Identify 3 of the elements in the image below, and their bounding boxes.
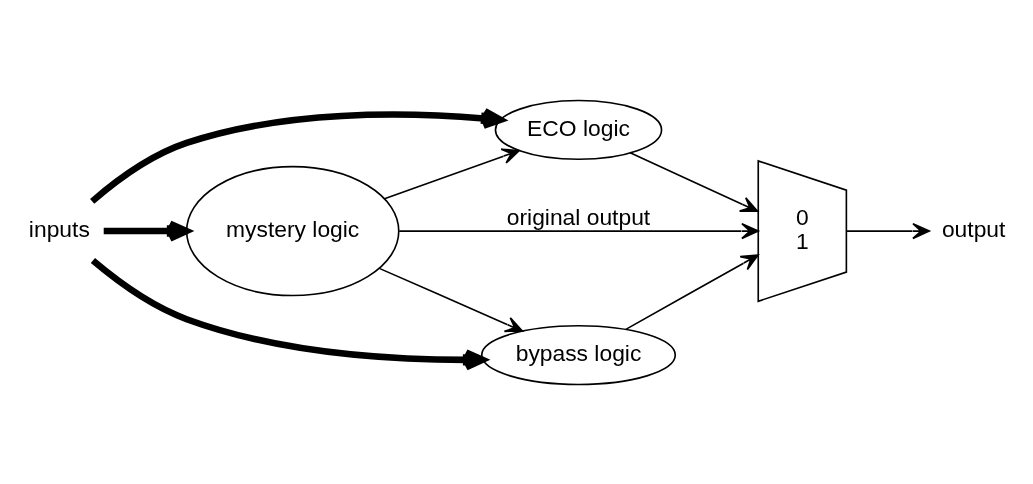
node-text: output [941, 215, 1006, 242]
edge-label: original output [506, 203, 651, 230]
node-text: inputs [28, 215, 90, 242]
